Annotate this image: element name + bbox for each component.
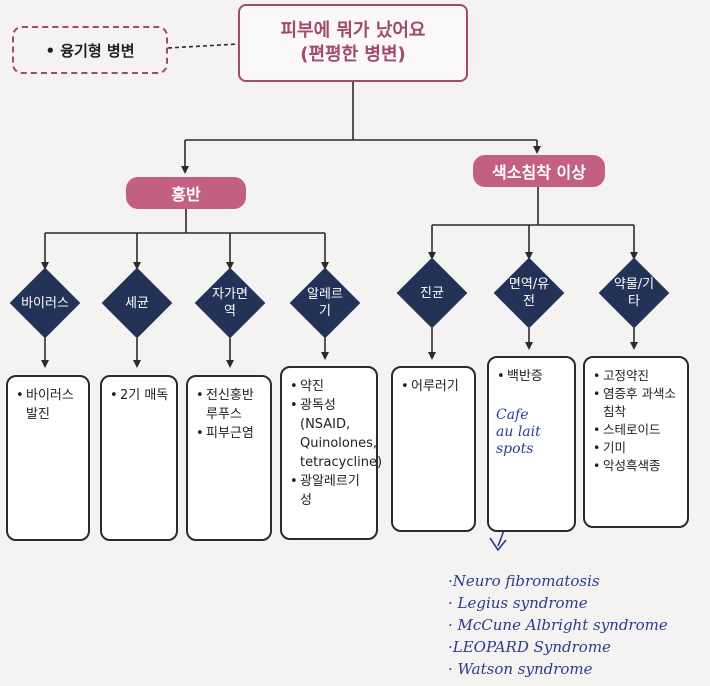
list-item: 백반증: [497, 367, 568, 386]
handwritten-line: Cafe: [496, 407, 529, 423]
handwritten-note-cafe-au-lait: Cafe au lait spots: [496, 407, 576, 458]
diamond-immune-genetic: 면역/유전: [493, 257, 565, 329]
diamond-label: 알레르기: [307, 287, 343, 319]
side-note-label: • 융기형 병변: [45, 41, 135, 60]
handwritten-line: · McCune Albright syndrome: [448, 616, 668, 634]
handwritten-syndrome-list: ·Neuro fibromatosis · Legius syndrome · …: [448, 570, 710, 680]
category-pigmentation-label: 색소침착 이상: [492, 163, 586, 182]
diamond-label: 세균: [125, 295, 149, 311]
handwritten-line: ·Neuro fibromatosis: [448, 572, 600, 590]
list-item: 악성흑색종: [593, 457, 681, 475]
list-item: 바이러스 발진: [16, 386, 82, 424]
diamond-bacterial: 세균: [101, 267, 173, 339]
handwritten-line: spots: [496, 441, 534, 457]
list-item: 피부근염: [196, 424, 264, 443]
category-pigmentation: 색소침착 이상: [473, 155, 605, 187]
handwritten-line: · Watson syndrome: [448, 660, 593, 678]
list-item: 어루러기: [401, 377, 468, 396]
category-erythema: 홍반: [126, 177, 246, 209]
box-autoimmune: 전신홍반 루푸스 피부근염: [186, 375, 272, 541]
list-item: 광독성 (NSAID, Quinolones, tetracycline): [290, 396, 382, 472]
box-allergy: 약진 광독성 (NSAID, Quinolones, tetracycline)…: [280, 366, 382, 540]
handwritten-line: au lait: [496, 424, 541, 440]
root-node: 피부에 뭐가 났어요 (편평한 병변): [238, 4, 468, 82]
root-title: 피부에 뭐가 났어요: [280, 20, 426, 41]
diamond-drug-other: 약물/기타: [598, 257, 670, 329]
diamond-viral: 바이러스: [9, 267, 81, 339]
list-item: 2기 매독: [110, 386, 170, 405]
box-fungal: 어루러기: [391, 366, 476, 532]
box-immune-genetic: 백반증: [487, 356, 576, 532]
handwritten-line: ·LEOPARD Syndrome: [448, 638, 611, 656]
list-item: 광알레르기성: [290, 472, 370, 510]
list-item: 전신홍반 루푸스: [196, 386, 264, 424]
diamond-allergy: 알레르기: [289, 267, 361, 339]
list-item: 스테로이드: [593, 421, 681, 439]
handwritten-line: · Legius syndrome: [448, 594, 588, 612]
diamond-label: 바이러스: [21, 295, 69, 311]
box-bacterial: 2기 매독: [100, 375, 178, 541]
box-viral: 바이러스 발진: [6, 375, 90, 541]
side-note-raised-lesion: • 융기형 병변: [12, 26, 168, 74]
diamond-label: 자가면역: [212, 287, 248, 319]
diamond-label: 약물/기타: [613, 277, 655, 309]
diamond-label: 진균: [420, 285, 444, 301]
list-item: 약진: [290, 377, 370, 396]
category-erythema-label: 홍반: [171, 185, 201, 204]
list-item: 기미: [593, 439, 681, 457]
root-subtitle: (편평한 병변): [300, 44, 406, 65]
list-item: 고정약진: [593, 367, 681, 385]
box-drug-other: 고정약진 염증후 과색소침착 스테로이드 기미 악성흑색종: [583, 356, 689, 528]
diamond-fungal: 진균: [396, 257, 468, 329]
diamond-label: 면역/유전: [508, 277, 550, 309]
diamond-autoimmune: 자가면역: [194, 267, 266, 339]
list-item: 염증후 과색소침착: [593, 385, 681, 421]
